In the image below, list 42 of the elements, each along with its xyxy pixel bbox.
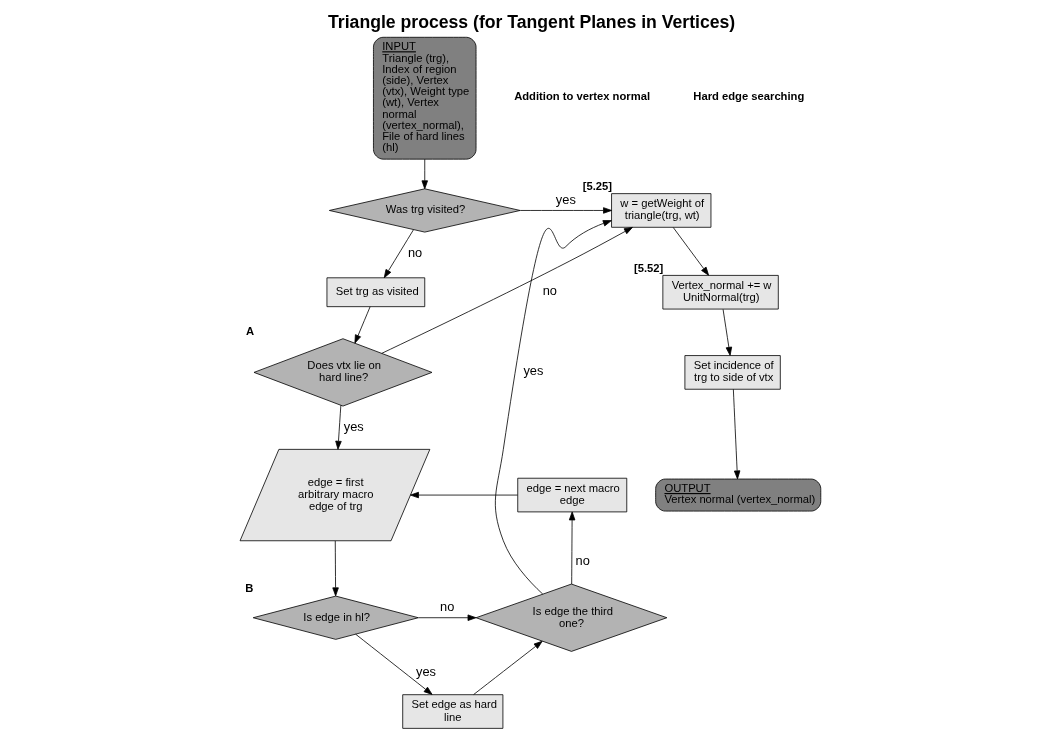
arrow xyxy=(381,227,633,354)
node-diamond: Is edge in hl? xyxy=(252,595,419,640)
arrow xyxy=(473,640,543,695)
node-box: Vertex_normal += w UnitNormal(trg) xyxy=(662,275,779,310)
label: Hard edge searching xyxy=(693,90,805,103)
edge-label: yes xyxy=(523,363,544,379)
edge-label: no xyxy=(542,283,557,299)
node-box: OUTPUT Vertex normal (vertex_normal) xyxy=(655,478,822,512)
arrow xyxy=(732,388,741,480)
arrow xyxy=(383,229,414,279)
node-box: Set edge as hard line xyxy=(402,694,504,729)
node-box: w = getWeight of triangle(trg, wt) xyxy=(611,193,712,228)
arrow xyxy=(568,511,576,585)
edge-label: no xyxy=(575,553,590,569)
arrow xyxy=(410,491,518,499)
node-box: Set trg as visited xyxy=(326,277,426,308)
diagram-title: Triangle process (for Tangent Planes in Vertices) xyxy=(328,12,736,33)
arrow xyxy=(354,306,371,344)
arrow xyxy=(494,220,612,595)
arrow xyxy=(672,227,709,276)
edge-label: no xyxy=(440,599,455,615)
arrow xyxy=(332,540,339,597)
node-box: Set incidence of trg to side of vtx xyxy=(684,355,781,390)
node-label: [5.52] xyxy=(634,261,664,274)
label: Addition to vertex normal xyxy=(514,90,651,103)
node-label: A xyxy=(245,324,255,337)
node-diamond: Was trg visited? xyxy=(328,188,521,233)
node-box: edge = next macro edge xyxy=(517,477,628,513)
arrow xyxy=(421,158,428,190)
arrow xyxy=(355,633,433,695)
arrow xyxy=(519,207,612,214)
edge-label: yes xyxy=(415,664,436,680)
node-diamond: Does vtx lie on hard line? xyxy=(253,338,433,407)
arrow xyxy=(335,404,342,450)
edge-label: no xyxy=(408,244,423,260)
arrow xyxy=(722,308,733,356)
edge-label: yes xyxy=(555,191,576,207)
arrow xyxy=(418,614,477,621)
node-label: [5.25] xyxy=(582,179,612,192)
node-label: B xyxy=(245,582,254,595)
node-box: INPUT Triangle (trg), Index of region (side), Vertex (vtx), Weight type (wt), Vertex normal (vertex_normal), File of hard lines (hl) xyxy=(373,36,477,160)
edge-label: yes xyxy=(343,418,364,434)
